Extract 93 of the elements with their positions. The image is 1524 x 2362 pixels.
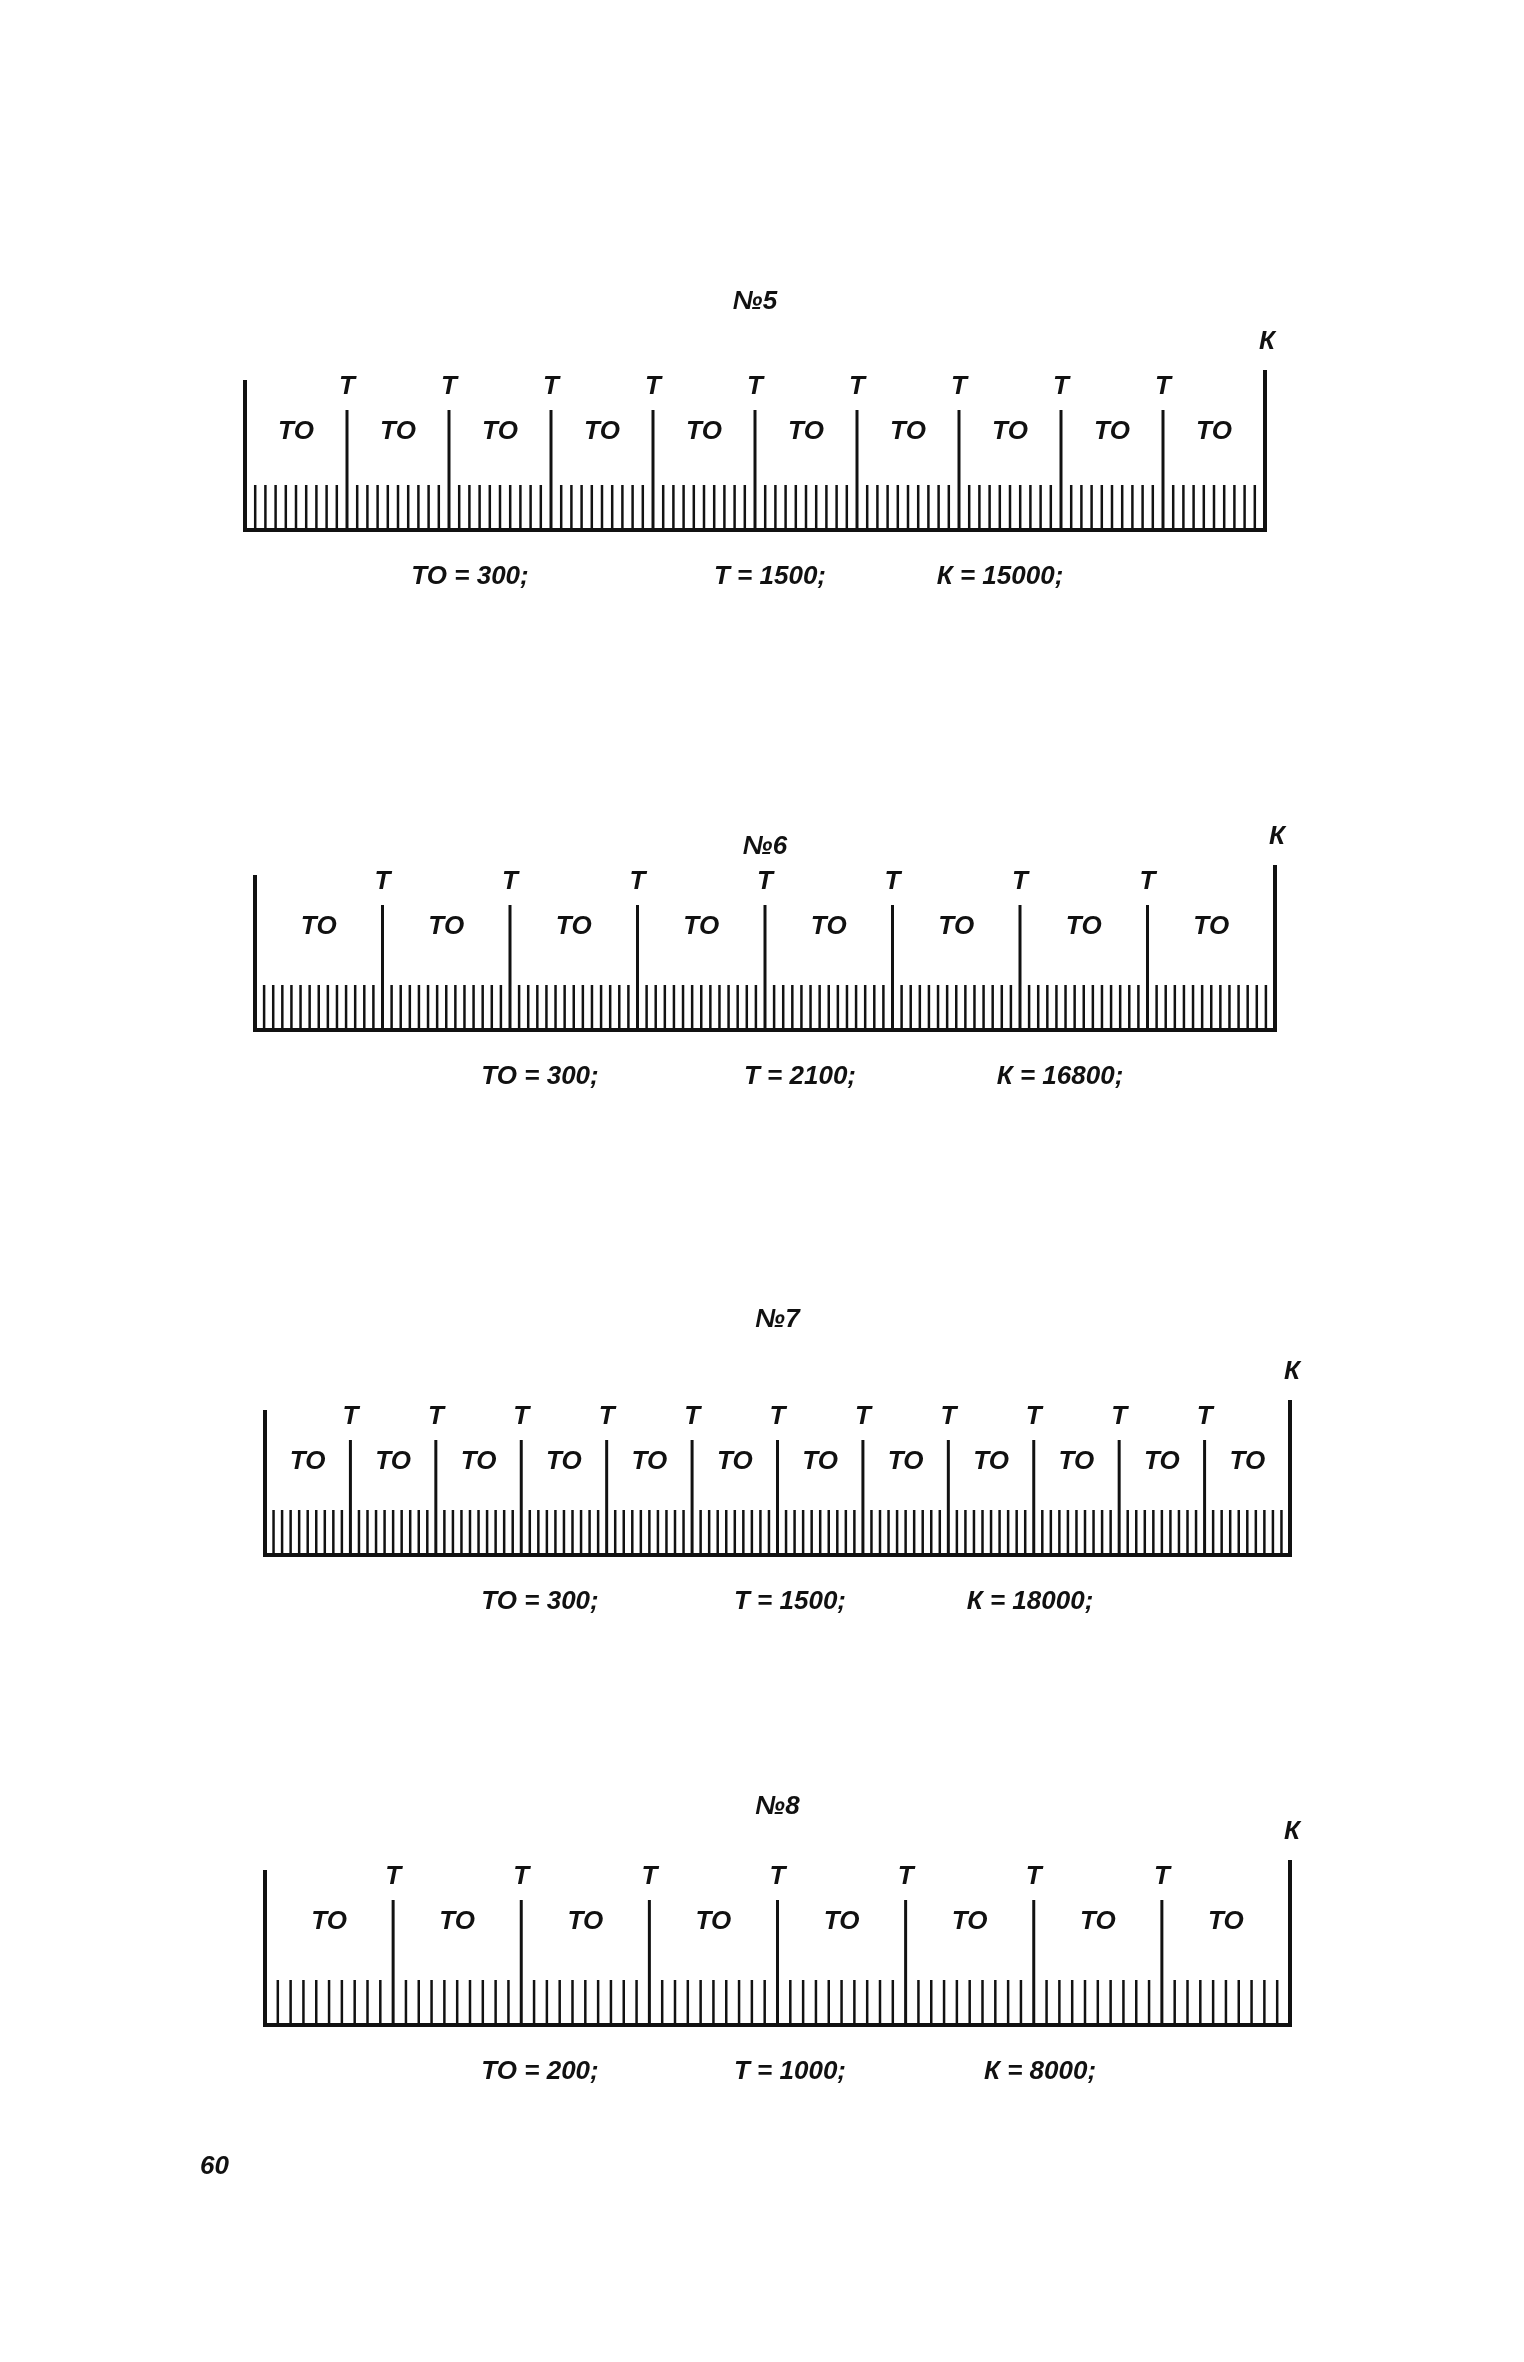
formula-text: ТО = 300; <box>411 560 529 590</box>
interval-label: ТО <box>1196 415 1232 445</box>
mark-label: Т <box>513 1400 530 1430</box>
interval-label: ТО <box>788 415 824 445</box>
mark-label: Т <box>940 1400 957 1430</box>
interval-label: ТО <box>890 415 926 445</box>
mark-label: Т <box>1053 370 1069 400</box>
mark-label: Т <box>645 370 661 400</box>
formula-text: Т = 2100; <box>744 1060 856 1090</box>
mark-label: Т <box>769 1400 786 1430</box>
mark-label: Т <box>543 370 559 400</box>
interval-label: ТО <box>695 1905 732 1935</box>
mark-label: Т <box>1025 1860 1042 1890</box>
mark-label: Т <box>951 370 967 400</box>
mark-label: Т <box>1111 1400 1128 1430</box>
mark-label: К <box>1259 325 1275 355</box>
interval-label: ТО <box>631 1445 668 1475</box>
scale-title: №7 <box>755 1303 800 1333</box>
interval-label: ТО <box>311 1905 347 1935</box>
interval-label: ТО <box>1079 1905 1116 1935</box>
interval-label: ТО <box>380 415 416 445</box>
mark-label: Т <box>1155 370 1171 400</box>
interval-label: ТО <box>973 1445 1009 1475</box>
mark-label: Т <box>641 1860 658 1890</box>
interval-label: ТО <box>546 1445 582 1475</box>
mark-label: Т <box>342 1400 359 1430</box>
interval-label: ТО <box>375 1445 411 1475</box>
mark-label: Т <box>1196 1400 1213 1430</box>
interval-label: ТО <box>992 415 1028 445</box>
interval-label: ТО <box>300 910 337 940</box>
interval-label: ТО <box>716 1445 753 1475</box>
mark-label: Т <box>427 1400 444 1430</box>
interval-label: ТО <box>1094 415 1130 445</box>
interval-label: ТО <box>278 415 314 445</box>
interval-label: ТО <box>428 910 465 940</box>
mark-label: К <box>1269 820 1285 850</box>
interval-label: ТО <box>810 910 847 940</box>
formula-text: К = 16800; <box>996 1060 1124 1090</box>
interval-label: ТО <box>439 1905 476 1935</box>
mark-label: Т <box>1153 1860 1170 1890</box>
interval-label: ТО <box>1065 910 1102 940</box>
formula-text: К = 15000; <box>936 560 1064 590</box>
interval-label: ТО <box>683 910 720 940</box>
interval-label: ТО <box>887 1445 924 1475</box>
mark-label: Т <box>854 1400 871 1430</box>
mark-label: Т <box>757 865 773 895</box>
mark-label: Т <box>513 1860 530 1890</box>
interval-label: ТО <box>1229 1445 1266 1475</box>
interval-label: ТО <box>289 1445 326 1475</box>
interval-label: ТО <box>482 415 518 445</box>
mark-label: Т <box>769 1860 786 1890</box>
mark-label: Т <box>502 865 518 895</box>
formula-text: Т = 1500; <box>714 560 826 590</box>
formula-text: К = 18000; <box>966 1585 1094 1615</box>
formula-text: ТО = 300; <box>481 1585 599 1615</box>
formula-text: ТО = 200; <box>481 2055 599 2085</box>
scale-title: №8 <box>755 1790 800 1820</box>
interval-label: ТО <box>567 1905 604 1935</box>
interval-label: ТО <box>460 1445 497 1475</box>
scale-title: №6 <box>742 830 788 860</box>
mark-label: Т <box>598 1400 615 1430</box>
interval-label: ТО <box>1144 1445 1180 1475</box>
mark-label: Т <box>1025 1400 1042 1430</box>
mark-label: Т <box>339 370 355 400</box>
interval-label: ТО <box>686 415 722 445</box>
formula-text: Т = 1500; <box>734 1585 846 1615</box>
formula-text: Т = 1000; <box>734 2055 846 2085</box>
interval-label: ТО <box>802 1445 839 1475</box>
interval-label: ТО <box>938 910 975 940</box>
interval-label: ТО <box>951 1905 988 1935</box>
mark-label: Т <box>385 1860 402 1890</box>
mark-label: Т <box>441 370 457 400</box>
interval-label: ТО <box>1193 910 1230 940</box>
page-number: 60 <box>200 2150 229 2180</box>
mark-label: Т <box>374 865 391 895</box>
interval-label: ТО <box>555 910 592 940</box>
mark-label: Т <box>1012 865 1028 895</box>
mark-label: Т <box>849 370 865 400</box>
mark-label: К <box>1284 1815 1300 1845</box>
formula-text: К = 8000; <box>983 2055 1097 2085</box>
mark-label: Т <box>884 865 901 895</box>
mark-label: К <box>1284 1355 1300 1385</box>
mark-label: Т <box>747 370 763 400</box>
formula-text: ТО = 300; <box>481 1060 599 1090</box>
interval-label: ТО <box>1208 1905 1244 1935</box>
mark-label: Т <box>629 865 646 895</box>
scale-title: №5 <box>732 285 778 315</box>
interval-label: ТО <box>1058 1445 1095 1475</box>
mark-label: Т <box>897 1860 914 1890</box>
interval-label: ТО <box>584 415 620 445</box>
mark-label: Т <box>684 1400 700 1430</box>
interval-label: ТО <box>823 1905 860 1935</box>
mark-label: Т <box>1139 865 1156 895</box>
